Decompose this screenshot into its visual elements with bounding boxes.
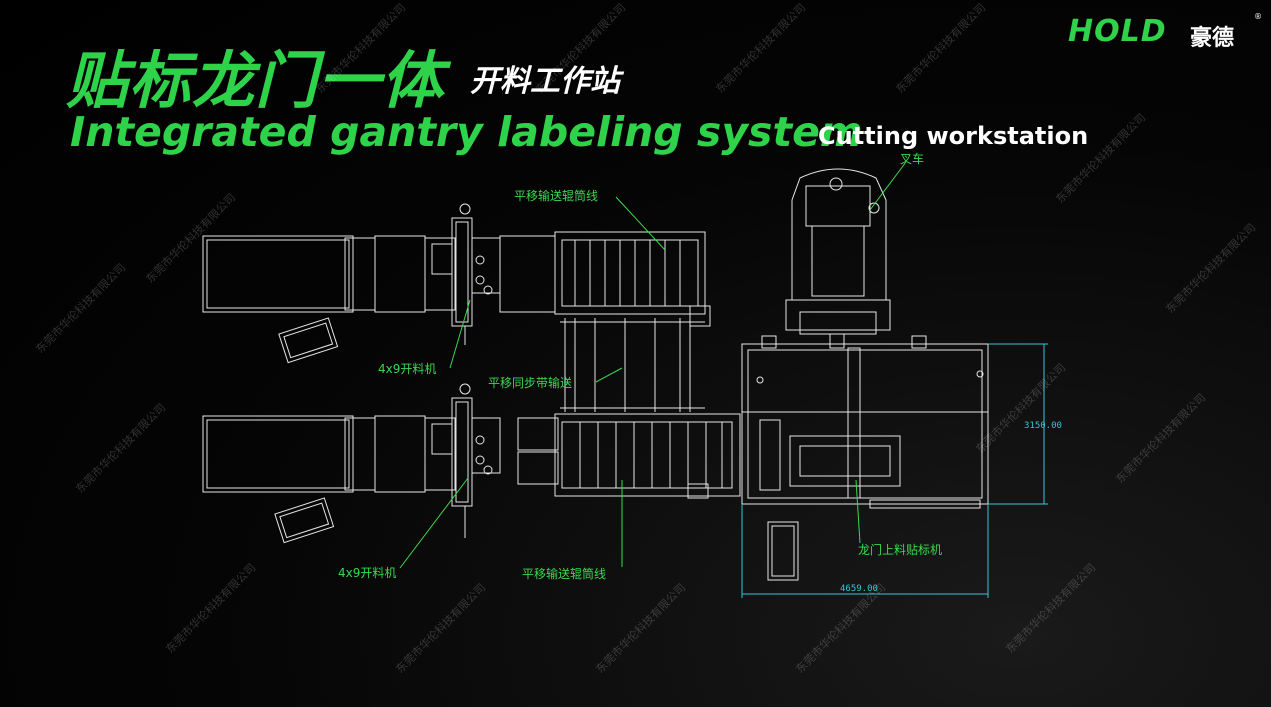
label-forklift: 叉车 [900,152,925,166]
page-title-en: Integrated gantry labeling system [70,108,863,156]
label-sync-belt: 平移同步带输送 [488,376,573,390]
sync-belt-transfer [560,318,705,412]
bottom-pallet [274,497,335,544]
dimension-width: 4659.00 [840,584,878,594]
page-subtitle-en: Cutting workstation [818,122,1089,150]
label-opener-top: 4x9开料机 [378,362,437,376]
logo-text-en: HOLD [1068,14,1167,49]
label-gantry: 龙门上料贴标机 [858,543,943,557]
gantry-labeler [741,335,989,581]
brand-logo: HOLD 豪德 ® [1068,12,1262,52]
dimension-height: 3150.00 [1024,421,1062,431]
label-roller-top: 平移输送辊筒线 [514,189,599,203]
top-infeed-conveyor [202,235,456,313]
top-roller-line [499,231,711,327]
top-opener-machine [431,203,501,345]
label-opener-bottom: 4x9开料机 [338,566,397,580]
top-pallet [278,317,339,364]
registered-mark: ® [1254,12,1262,21]
label-roller-bottom: 平移输送辊筒线 [522,567,607,581]
forklift [785,168,891,349]
page-title-cn: 贴标龙门一体 [66,44,445,117]
bottom-opener-machine [431,383,501,538]
page-subtitle-cn: 开料工作站 [470,64,620,99]
logo-text-cn: 豪德 [1190,26,1235,51]
bottom-roller-line [517,413,741,499]
bottom-infeed-conveyor [202,415,456,493]
